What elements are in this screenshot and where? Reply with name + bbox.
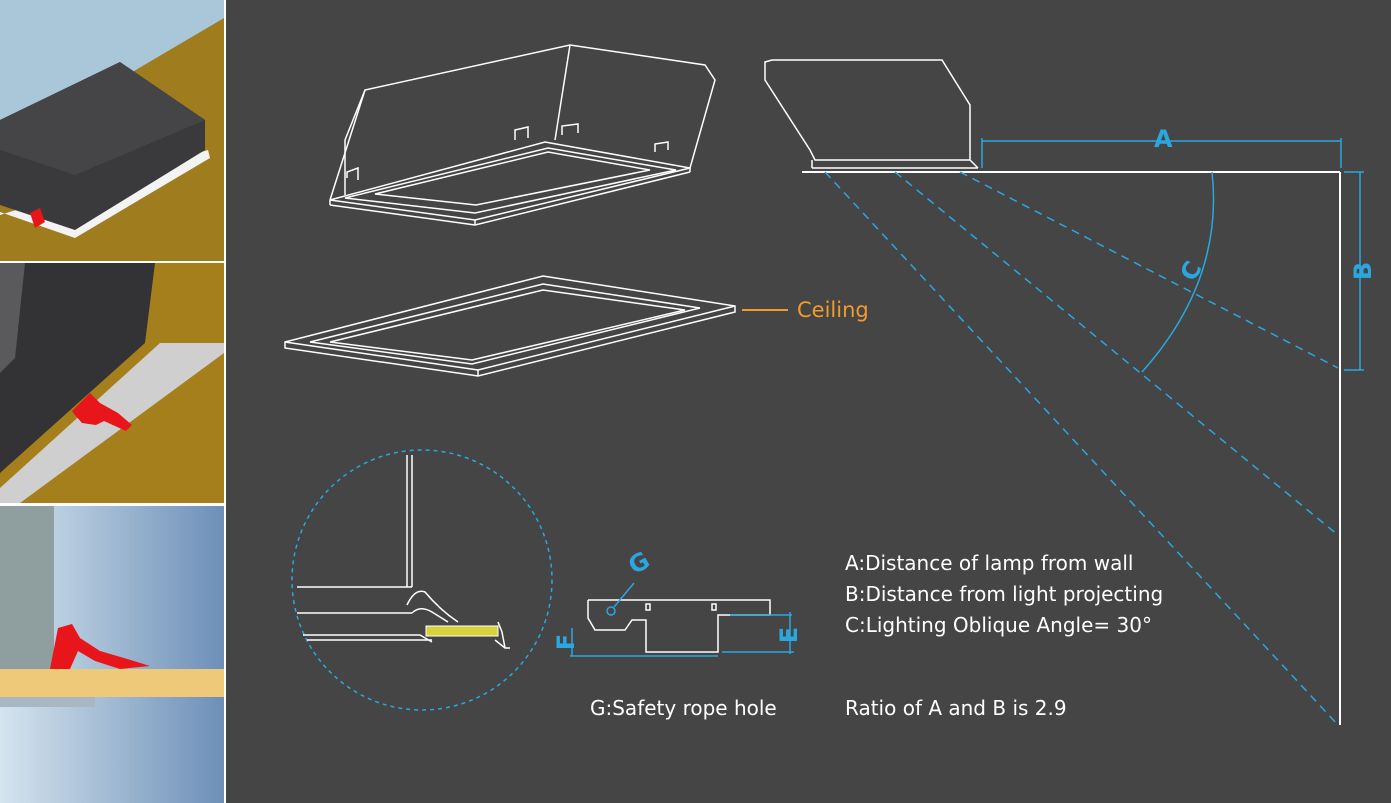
- light-beam-lines: [824, 171, 1339, 726]
- photo-panel-middle: [0, 263, 224, 503]
- detail-magnifier: [291, 449, 553, 711]
- photo-panel-bottom: [0, 506, 224, 803]
- dim-b-label: B: [1349, 262, 1377, 280]
- dim-g-label: G: [623, 546, 654, 580]
- angle-c-arc: [1141, 171, 1215, 373]
- dim-c-label: C: [1175, 256, 1208, 285]
- photo-panel-top: [0, 0, 224, 261]
- installation-photo-strip: [0, 0, 226, 803]
- legend-b: B:Distance from light projecting: [845, 582, 1163, 606]
- lamp-side-view: [764, 59, 1341, 725]
- ceiling-label: Ceiling: [797, 298, 869, 322]
- dimension-b: [1344, 171, 1364, 371]
- mounting-bracket: [587, 599, 771, 653]
- ceiling-frame: [284, 275, 736, 377]
- legend-a: A:Distance of lamp from wall: [845, 551, 1134, 575]
- dim-e-label: E: [775, 627, 803, 643]
- bracket-dimensions: [570, 582, 794, 657]
- ratio-caption: Ratio of A and B is 2.9: [845, 696, 1067, 720]
- lamp-fixture-3d: [329, 44, 716, 226]
- dim-f-label: F: [552, 634, 580, 650]
- dim-a-label: A: [1154, 125, 1173, 153]
- legend-c: C:Lighting Oblique Angle= 30°: [845, 613, 1152, 637]
- dimension-a: [981, 138, 1342, 168]
- safety-rope-caption: G:Safety rope hole: [590, 696, 777, 720]
